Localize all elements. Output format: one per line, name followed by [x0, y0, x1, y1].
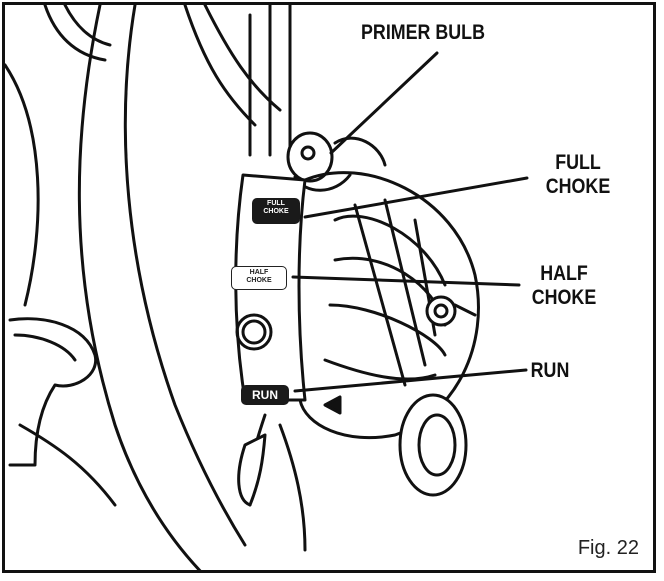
- full-choke-label-line1: FULL: [555, 151, 601, 174]
- housing-curve: [77, 5, 202, 570]
- leader-half-choke: [291, 275, 521, 287]
- full-choke-tag: FULL CHOKE: [252, 198, 300, 224]
- half-choke-label: HALF CHOKE: [526, 262, 603, 310]
- figure-frame: FULL CHOKE HALF CHOKE RUN PRIMER BULB FU…: [2, 2, 656, 573]
- half-choke-label-line1: HALF: [540, 262, 588, 285]
- full-choke-tag-line1: FULL: [267, 200, 285, 207]
- leader-full-choke: [303, 176, 529, 219]
- full-choke-label-line2: CHOKE: [545, 175, 611, 198]
- cover-knob: [425, 295, 457, 327]
- starter-wheel: [398, 393, 468, 497]
- full-choke-tag-line2: CHOKE: [263, 208, 289, 215]
- figure-caption: Fig. 22: [577, 537, 639, 559]
- primer-bulb-label: PRIMER BULB: [361, 21, 485, 44]
- half-choke-tag: HALF CHOKE: [231, 266, 287, 290]
- panel-hole: [235, 313, 273, 351]
- leader-primer-bulb: [329, 51, 439, 155]
- tube-top: [43, 5, 112, 62]
- ribs: [248, 5, 292, 157]
- handle-left: [8, 317, 98, 467]
- run-tag: RUN: [241, 385, 289, 405]
- housing-inner-curve: [123, 5, 247, 547]
- half-choke-tag-line1: HALF: [249, 269, 269, 276]
- half-choke-tag-line2: CHOKE: [246, 277, 272, 284]
- leader-run: [293, 368, 528, 393]
- filter-cover: [298, 171, 480, 440]
- run-label: RUN: [530, 359, 570, 382]
- pointer-triangle: [323, 395, 342, 415]
- full-choke-label: FULL CHOKE: [540, 151, 617, 199]
- primer-bulb-shape: [286, 131, 334, 183]
- half-choke-label-line2: CHOKE: [531, 286, 597, 309]
- housing-outline: [5, 63, 40, 307]
- housing-top-lines: [183, 5, 282, 127]
